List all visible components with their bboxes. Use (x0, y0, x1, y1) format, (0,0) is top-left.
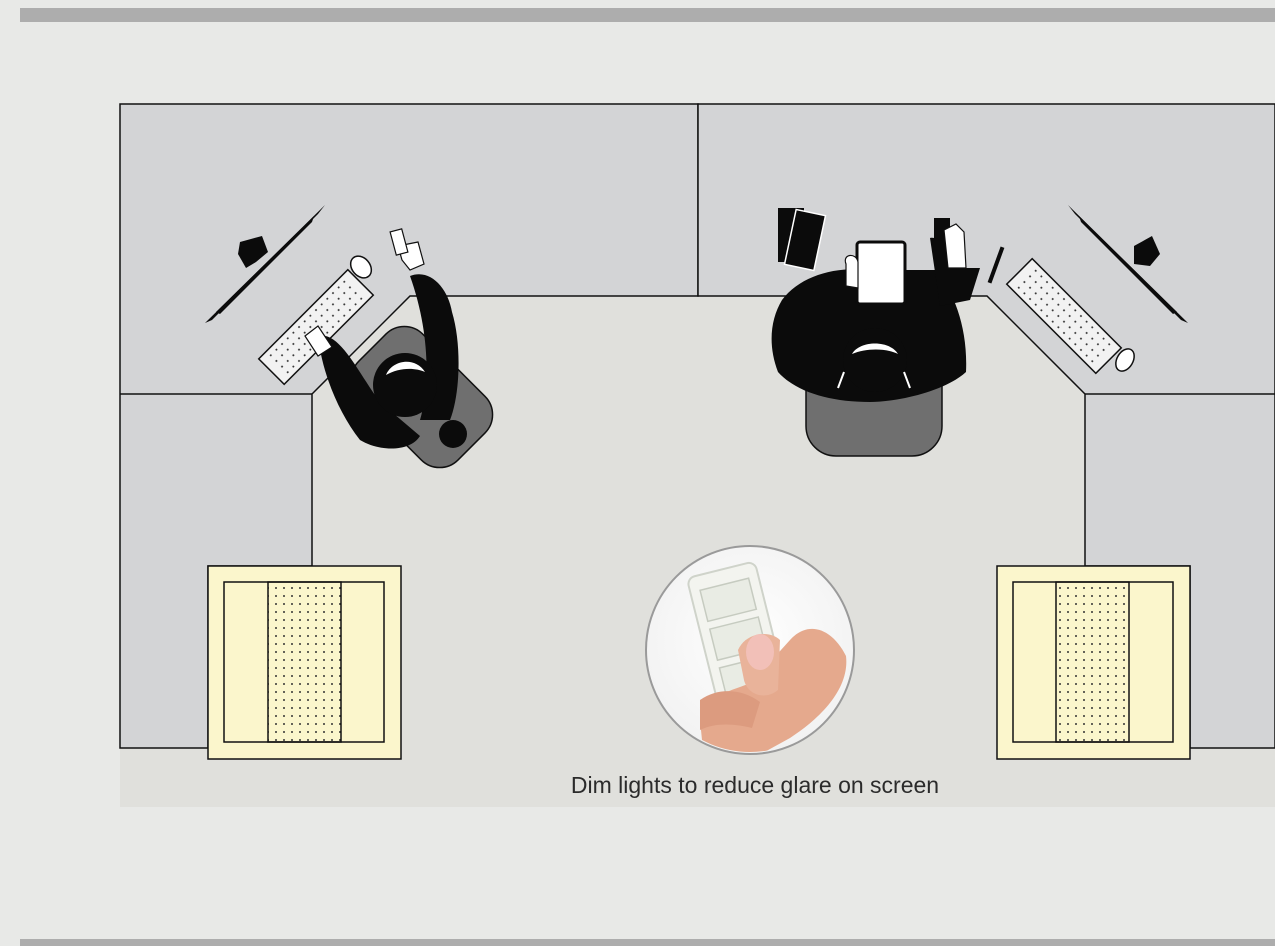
top-bar (20, 8, 1275, 22)
caption-text: Dim lights to reduce glare on screen (400, 770, 1110, 800)
tablet-icon (857, 242, 905, 304)
right-ceiling-light (997, 566, 1190, 759)
bottom-bar (20, 939, 1275, 946)
left-ceiling-light (208, 566, 401, 759)
